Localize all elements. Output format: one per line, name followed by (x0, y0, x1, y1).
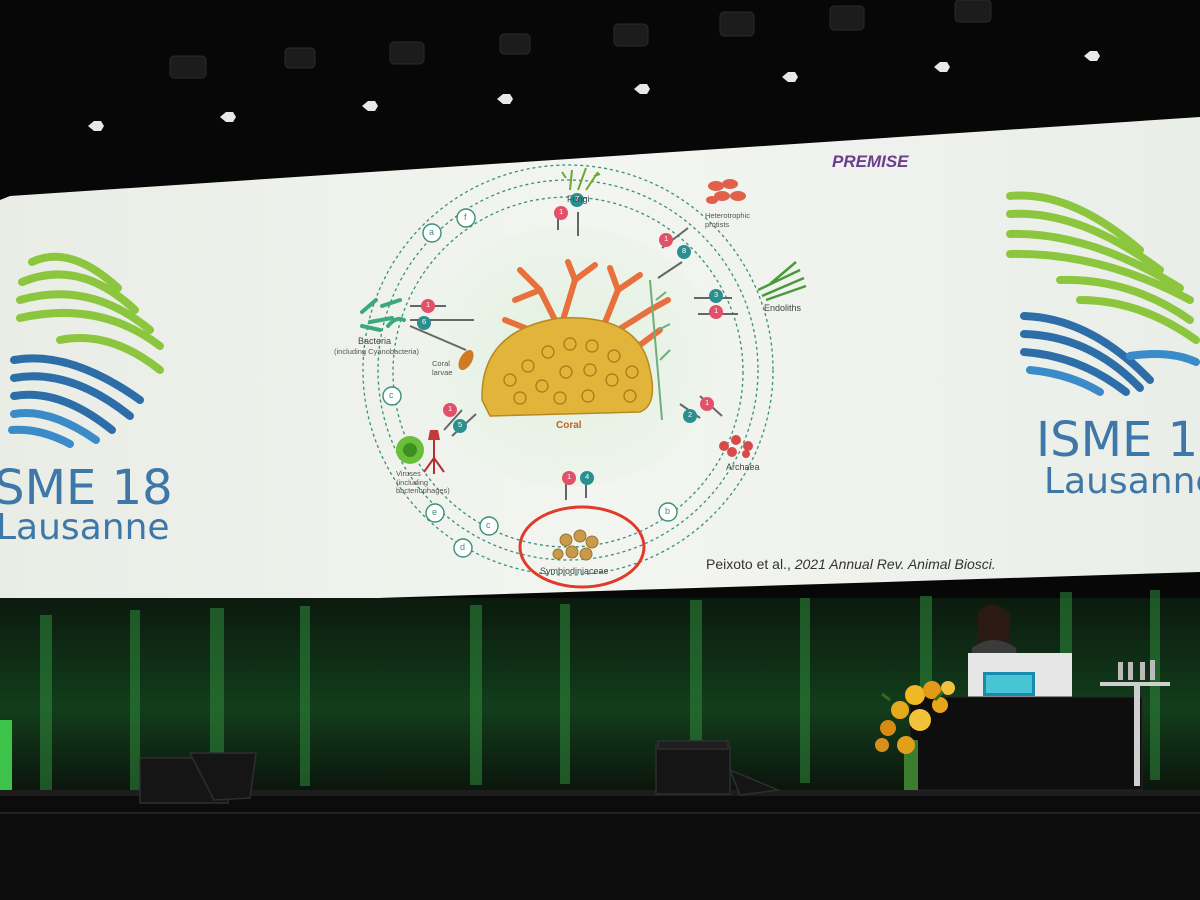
endoliths-label: Endoliths (764, 303, 802, 313)
num-symb-4: 4 (585, 472, 590, 481)
archaea-icon (719, 435, 753, 458)
letter-c-upper: c (389, 390, 394, 400)
stage-speakers (139, 740, 781, 804)
ceiling-lights (88, 51, 1100, 131)
citation-authors: Peixoto et al., (706, 556, 795, 572)
viruses-label: Viruses (including bacteriophages) (396, 469, 450, 496)
num-protists-1: 1 (664, 234, 669, 243)
logo-right-title: ISME 18 (1036, 412, 1200, 468)
slide-heading: PREMISE (832, 152, 909, 171)
coral-label: Coral (556, 420, 582, 431)
symbiodiniaceae-highlight (518, 505, 646, 589)
protists-icon (706, 179, 746, 204)
letter-c-lower: c (486, 520, 491, 530)
num-endoliths-1: 1 (714, 306, 719, 315)
letter-e: e (432, 507, 438, 517)
num-viruses-5: 5 (458, 420, 463, 429)
fungi-icon (561, 167, 601, 191)
symbiodiniaceae-icon (552, 529, 599, 561)
fungi-label: Fungi (567, 194, 590, 204)
letter-b: b (665, 506, 671, 516)
endoliths-icon (757, 261, 807, 302)
num-fungi-1: 1 (559, 207, 564, 216)
citation-source: 2021 Annual Rev. Animal Biosci. (794, 556, 996, 572)
num-archaea-2: 2 (688, 410, 693, 419)
bacteria-icon (360, 298, 406, 332)
isme-logo-right-graphic (1006, 191, 1200, 396)
num-protists-8: 8 (682, 246, 687, 255)
num-archaea-1: 1 (705, 398, 710, 407)
logo-left-subtitle: Lausanne (0, 507, 170, 548)
logo-right-subtitle: Lausanne (1044, 461, 1200, 502)
virus-icon (396, 430, 445, 474)
letter-badges (382, 208, 678, 558)
letter-f: f (464, 212, 467, 222)
coral-larvae-icon (458, 350, 474, 370)
num-bacteria-6: 6 (422, 317, 427, 326)
bacteria-label: Bacteria (358, 336, 392, 346)
logo-left-title: ISME 18 (0, 460, 173, 516)
interaction-ring (362, 164, 774, 576)
num-bacteria-1: 1 (426, 300, 431, 309)
bacteria-note: (including Cyanobacteria) (334, 347, 420, 356)
num-viruses-1: 1 (448, 404, 453, 413)
archaea-label: Archaea (726, 462, 760, 472)
presenter-podium (909, 604, 1170, 791)
coral-illustration (481, 259, 671, 421)
slide-citation: Peixoto et al., 2021 Annual Rev. Animal … (706, 556, 996, 572)
num-endoliths-3: 3 (714, 290, 719, 299)
larvae-label: Coral larvae (432, 359, 453, 377)
protists-label: Heterotrophic protists (705, 211, 751, 229)
letter-d: d (460, 542, 466, 552)
num-symb-1: 1 (567, 472, 572, 481)
flower-arrangement (875, 681, 955, 790)
isme-logo-left-graphic (8, 252, 164, 448)
number-badges (417, 193, 723, 485)
letter-a: a (429, 227, 435, 237)
num-fungi-7: 7 (575, 194, 580, 203)
symbiodiniaceae-label: Symbiodiniaceae (540, 566, 609, 576)
